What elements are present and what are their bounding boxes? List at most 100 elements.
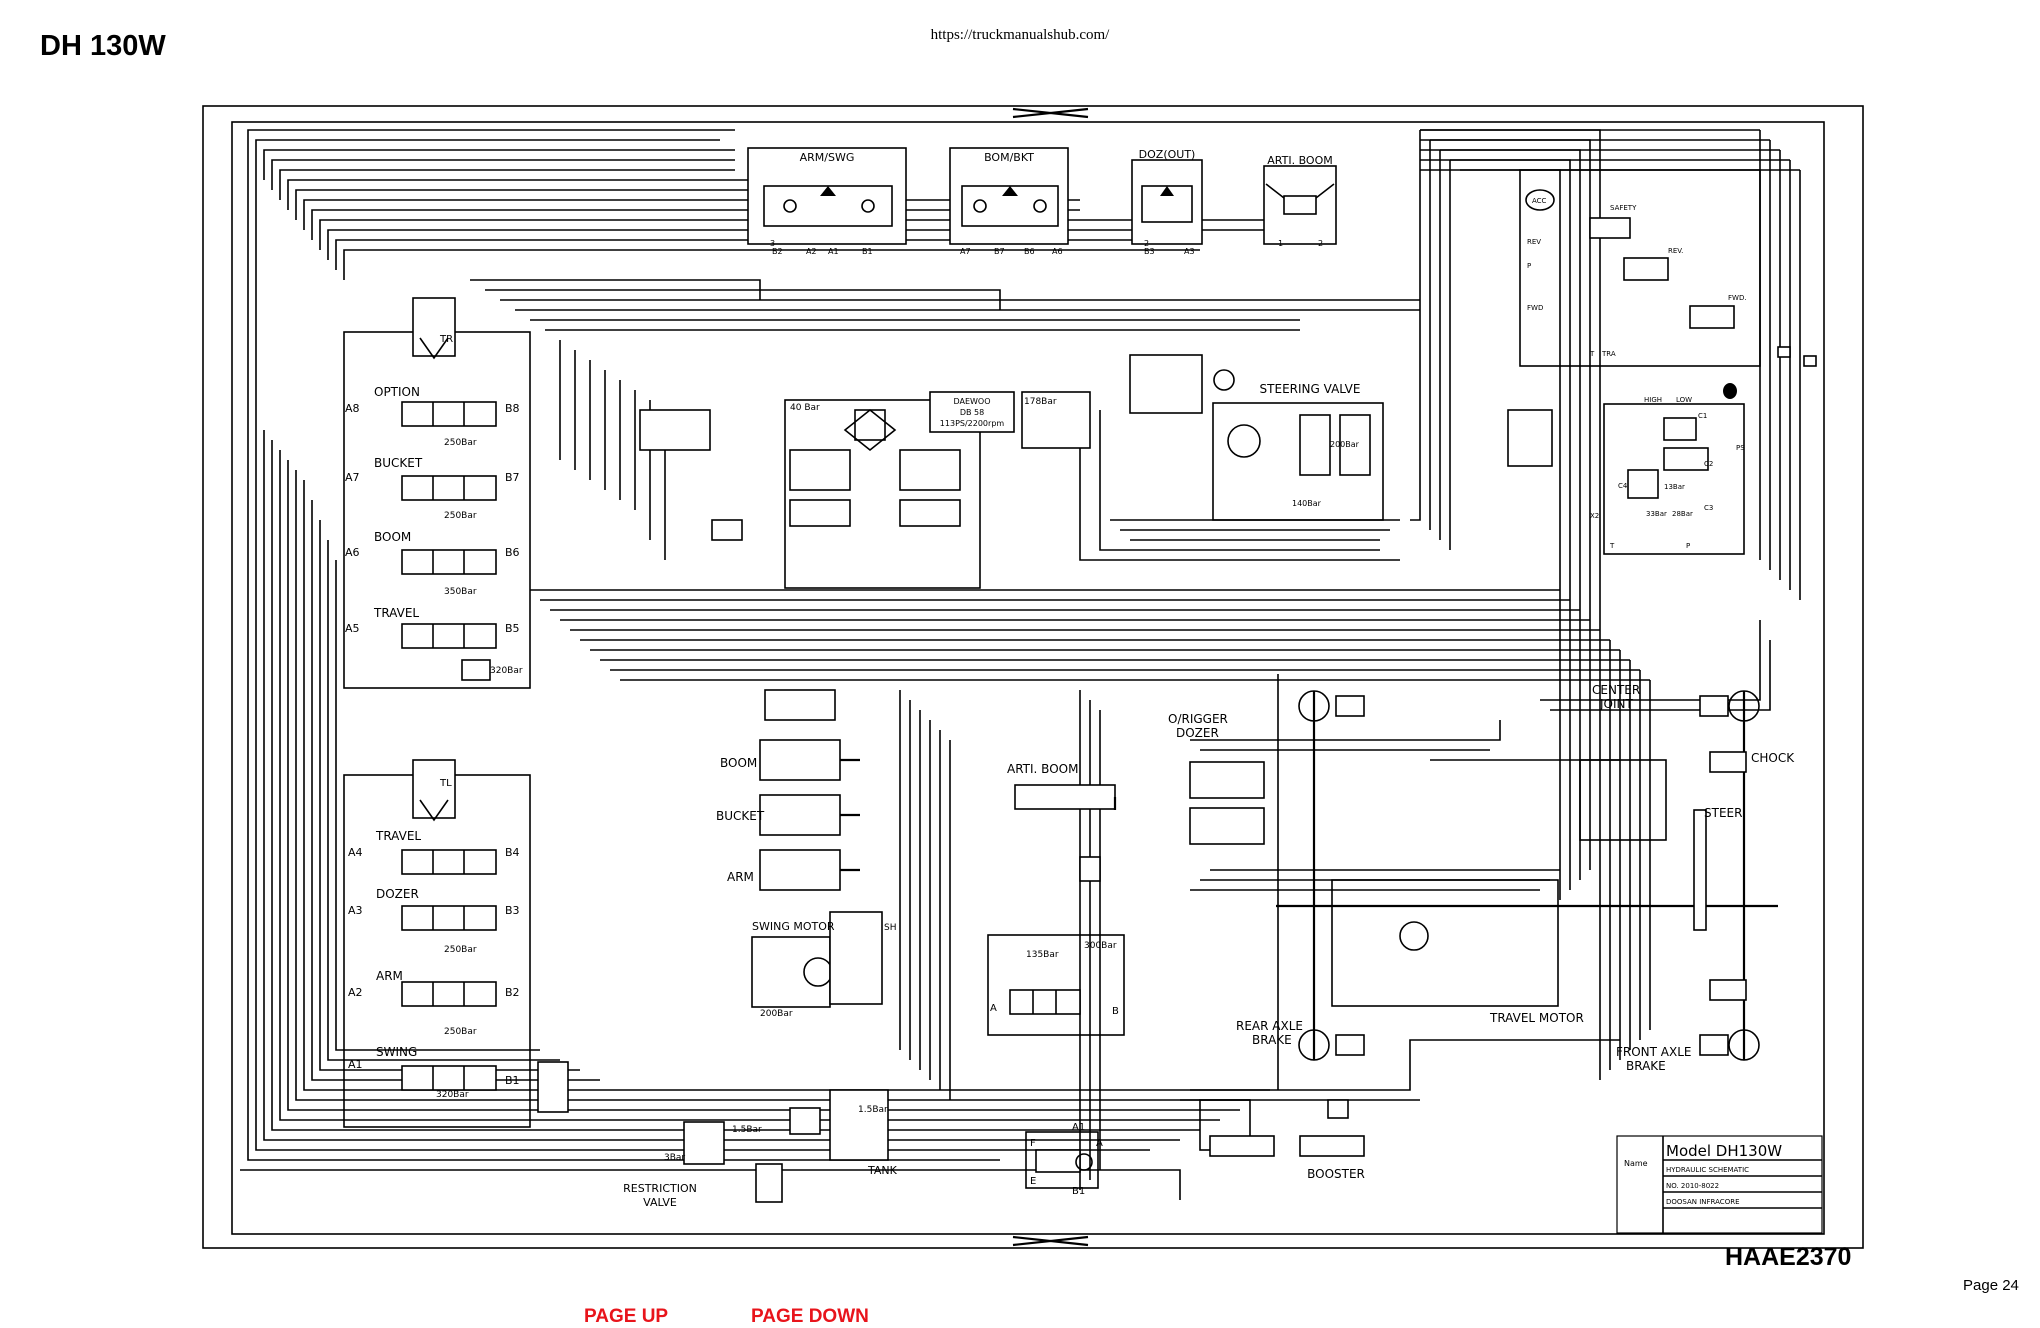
arm-swg-port: B1 [862,247,873,256]
document-title: DH 130W [40,30,166,62]
top-valve-doz-out: DOZ(OUT) 2 B3 A3 [1131,148,1203,256]
cylinders: BOOM BUCKET ARM ARTI. BOOM [716,689,1117,891]
port-label: B4 [505,846,520,859]
page-up-link[interactable]: PAGE UP [584,1306,669,1327]
port-label: B2 [505,986,520,999]
outer-frame [202,105,1864,1249]
restriction-label: VALVE [643,1196,677,1209]
spool-label: BUCKET [374,456,423,470]
title-description: HYDRAULIC SCHEMATIC [1666,1166,1749,1174]
gear-label: X2 [1590,512,1599,520]
rear-axle-label: REAR AXLE [1236,1019,1303,1033]
swing-port: SH [884,923,896,933]
spool-label: TRAVEL [373,606,419,620]
gear-label: C4 [1618,482,1628,490]
tank-pressure: 1.5Bar [732,1125,762,1135]
upper-tr-label: TR [439,334,453,345]
swing-pressure: 200Bar [760,1009,793,1019]
doz-out-label: DOZ(OUT) [1139,148,1196,161]
arm-swg-port: B2 [772,247,783,256]
pump-pressure: 40 Bar [790,403,820,413]
brake-port: A [1096,1138,1103,1149]
travel-motor-label: TRAVEL MOTOR [1489,1011,1584,1025]
center-joint-label: JOINT [1599,697,1634,711]
engine-model: DB 58 [960,408,984,417]
port-label: A5 [345,622,360,635]
tank-pressure: 1.5Bar [858,1105,888,1115]
safety-label: FWD [1527,304,1543,312]
lower-tl-label: TL [439,778,452,789]
tank-group: TANK 1.5Bar 1.5Bar 3Bar RESTRICTION VALV… [623,1089,898,1209]
gear-label: PS [1736,444,1745,452]
port-label: B5 [505,622,520,635]
port-label: B1 [505,1074,520,1087]
port-label: A4 [348,846,363,859]
steer-label: STEER [1704,806,1742,820]
safety-label: FWD. [1728,294,1747,302]
steering-pressure: 140Bar [1292,499,1322,508]
gear-label: C2 [1704,460,1713,468]
relief-pressure: 250Bar [444,1027,477,1037]
front-axle-label: BRAKE [1626,1059,1666,1073]
page-down-link[interactable]: PAGE DOWN [751,1306,869,1327]
arti-port: B [1112,1006,1119,1017]
relief-pressure: 320Bar [436,1090,469,1100]
bom-bkt-label: BOM/BKT [984,151,1034,164]
engine-make: DAEWOO [953,397,990,406]
bom-bkt-port: B6 [1024,247,1035,256]
port-label: A8 [345,402,360,415]
title-name-label: Name [1624,1159,1648,1168]
steering-valve: STEERING VALVE 200Bar 140Bar [1129,354,1384,521]
gear-label: P [1686,542,1690,550]
gear-label: C3 [1704,504,1713,512]
top-valve-arti-boom: ARTI. BOOM 1 2 [1263,154,1337,248]
top-valve-arm-swg: ARM/SWG 3 B2 A2 A1 B1 [747,147,907,256]
safety-label: T [1589,350,1595,358]
safety-label: SAFETY [1610,204,1637,212]
arm-swg-port: 3 [770,239,775,248]
gear-label: 13Bar [1664,483,1685,491]
center-joint-label: CENTER [1592,683,1640,697]
gear-label: HIGH [1644,396,1662,404]
gear-label: 28Bar [1672,510,1693,518]
doz-port: B3 [1144,247,1155,256]
arti-pressure: 135Bar [1026,950,1059,960]
port-label: B7 [505,471,520,484]
safety-label: ACC [1532,197,1547,205]
relief-pressure: 250Bar [444,945,477,955]
brake-port: A1 [1072,1122,1085,1133]
restriction-label: RESTRICTION [623,1182,697,1195]
bom-bkt-port: B7 [994,247,1005,256]
pump-engine-group: DAEWOO DB 58 113PS/2200rpm 40 Bar 178Bar [639,391,1091,589]
front-axle-label: FRONT AXLE [1616,1045,1692,1059]
page-number: Page 24 [1963,1277,2019,1294]
bom-bkt-port: A7 [960,247,971,256]
relief-pressure: 250Bar [444,438,477,448]
source-url: https://truckmanualshub.com/ [930,27,1110,43]
steering-pressure: 200Bar [1330,440,1360,449]
arti-boom-top-label: ARTI. BOOM [1267,154,1332,167]
arm-swg-port: A2 [806,247,817,256]
chassis-group: CENTER JOINT O/RIGGER DOZER CHOCK STEER … [1168,674,1795,1181]
title-block: Name Model DH130W HYDRAULIC SCHEMATIC NO… [1616,1135,1823,1234]
port-label: B6 [505,546,520,559]
hydraulic-lines-left [240,129,1420,1200]
engine-power: 113PS/2200rpm [940,419,1005,428]
bottom-brake-valve: A1 B1 F E A [1025,1122,1103,1197]
safety-label: P [1527,262,1531,270]
gear-label: C1 [1698,412,1707,420]
port-label: A1 [348,1058,363,1071]
upper-control-valve: TR OPTION A8 B8 250Bar BUCKET A7 B7 250B… [343,297,531,689]
safety-label: TRA [1601,350,1616,358]
safety-label: REV [1527,238,1541,246]
arti-port: 2 [1318,239,1323,248]
port-label: B8 [505,402,520,415]
chock-label: CHOCK [1751,751,1795,765]
brake-port: B1 [1072,1186,1085,1197]
relief-pressure: 350Bar [444,587,477,597]
steering-valve-label: STEERING VALVE [1260,382,1361,396]
relief-pressure: 250Bar [444,511,477,521]
lower-control-valve: TL TRAVEL A4 B4 DOZER A3 B3 250Bar ARM A… [343,759,569,1128]
doz-port: A3 [1184,247,1195,256]
